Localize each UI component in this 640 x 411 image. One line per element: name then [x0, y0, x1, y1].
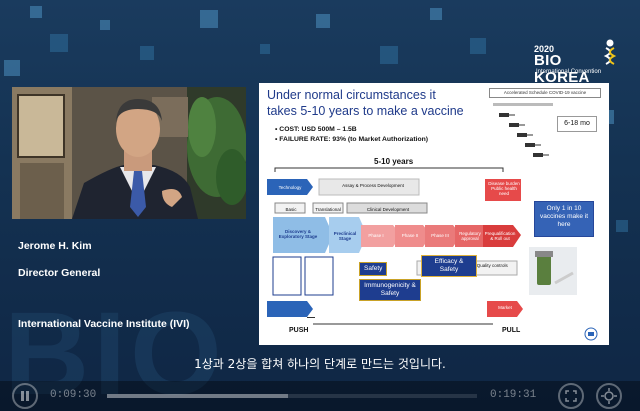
speaker-title-text: Director General	[18, 267, 101, 279]
decor-tile	[140, 46, 154, 60]
decor-tile	[50, 34, 68, 52]
player-controls: 0:09:30 0:19:31	[0, 381, 640, 411]
years-bracket	[274, 167, 504, 172]
speaker-video[interactable]	[12, 87, 246, 219]
speaker-name: Jerome H. Kim	[18, 236, 92, 254]
technology-label: Technology	[278, 185, 302, 190]
logo-mark-icon	[603, 39, 617, 65]
months-label: 6-18 mo	[557, 116, 597, 132]
decor-tile	[616, 220, 628, 232]
basic-label: Basic	[285, 207, 297, 212]
progress-fill	[107, 394, 289, 398]
presentation-slide: Under normal circumstances it takes 5-10…	[259, 83, 609, 345]
clinical-dev-label: Clinical Development	[366, 207, 410, 212]
pause-icon	[21, 391, 29, 401]
discovery-label: Discovery & Exploratory Stage	[278, 229, 318, 239]
speaker-video-frame	[12, 87, 246, 219]
assay-label: Assay & Process Development	[342, 183, 404, 188]
phase2-label: Phase II	[401, 233, 419, 238]
slide-cost: COST: USD 500M – 1.5B	[275, 125, 428, 135]
translational-label: Translational	[315, 207, 341, 212]
decor-tile	[100, 20, 110, 30]
phase3-label: Phase III	[431, 233, 449, 238]
speaker-organization: International Vaccine Institute (IVI)	[18, 314, 190, 332]
disease-burden-label: Disease burden Public health need	[488, 181, 520, 196]
speaker-name-text: Jerome H. Kim	[18, 240, 92, 252]
regulatory-label: Regulatory approval	[459, 231, 481, 241]
total-time: 0:19:31	[490, 389, 537, 401]
decor-tile	[380, 46, 398, 64]
gear-icon	[601, 388, 617, 404]
callout-only-1-in-10: Only 1 in 10 vaccines make it here	[534, 201, 594, 237]
decor-tile	[30, 6, 42, 18]
prequal-label: Prequalification & Roll out	[484, 231, 516, 241]
decor-tile	[430, 8, 442, 20]
efficacy-tag: Efficacy & Safety	[421, 255, 477, 277]
vaccine-pipeline-diagram	[267, 178, 523, 325]
subtitle-caption: 1상과 2상을 합쳐 하나의 단계로 만드는 것입니다.	[194, 357, 446, 371]
pull-label: PULL	[502, 327, 521, 334]
decor-tile	[470, 38, 486, 54]
push-label: PUSH	[289, 327, 309, 334]
logo-name: BIO KOREA	[534, 52, 590, 86]
slide-title-line2: takes 5-10 years to make a vaccine	[267, 104, 464, 118]
safety-tag: Safety	[359, 262, 388, 276]
vaccine-vial-image	[529, 247, 577, 295]
play-pause-button[interactable]	[12, 383, 38, 409]
background-watermark: BIO	[4, 288, 226, 411]
slide-title: Under normal circumstances it takes 5-10…	[267, 87, 477, 119]
current-time: 0:09:30	[50, 389, 97, 401]
preclinical-label: Preclinical Stage	[333, 231, 357, 241]
settings-button[interactable]	[596, 383, 622, 409]
slide-title-line1: Under normal circumstances it	[267, 88, 436, 102]
progress-bar[interactable]	[107, 394, 477, 398]
bio-korea-logo: 2020 BIO KOREA International Convention	[530, 39, 620, 86]
fullscreen-icon	[565, 390, 577, 402]
slide-failure-rate: FAILURE RATE: 93% (to Market Authorizati…	[275, 135, 428, 145]
immuno-tag: Immunogenicity & Safety	[359, 279, 421, 301]
accelerated-schedule-title: Accelerated Schedule COVID-19 vaccine	[489, 88, 601, 98]
speaker-title: Director General	[18, 263, 100, 281]
phase1-label: Phase I	[368, 233, 384, 238]
accelerated-steps-diagram	[493, 103, 553, 157]
slide-cost-bullets: COST: USD 500M – 1.5B FAILURE RATE: 93% …	[275, 125, 428, 145]
decor-tile	[200, 10, 218, 28]
years-label: 5-10 years	[374, 157, 414, 166]
decor-tile	[316, 14, 330, 28]
decor-tile	[260, 44, 270, 54]
ivi-logo-icon	[584, 327, 598, 341]
fullscreen-button[interactable]	[558, 383, 584, 409]
speaker-organization-text: International Vaccine Institute (IVI)	[18, 318, 190, 330]
market-label: Market	[498, 305, 512, 310]
logo-subtitle: International Convention	[536, 69, 602, 75]
logo-year: 2020	[534, 44, 555, 54]
decor-tile	[4, 60, 20, 76]
